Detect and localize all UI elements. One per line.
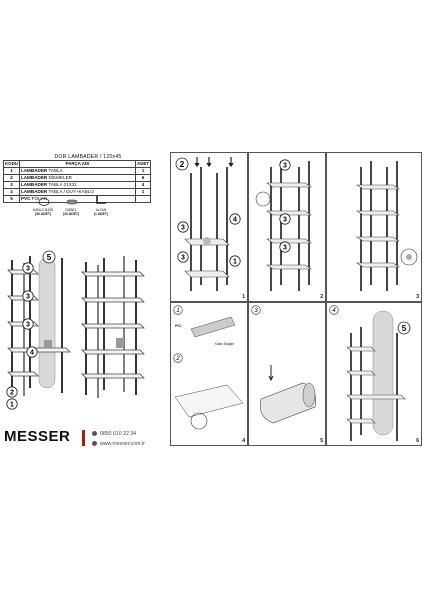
step4-tube-illustration — [174, 316, 244, 430]
step2-callout-3b: 3 — [279, 213, 291, 225]
svg-text:1: 1 — [233, 259, 237, 266]
step2-callout-3c: 3 — [279, 241, 291, 253]
step-panel-1: 2 3 4 3 1 1 — [170, 152, 248, 302]
table-row: 1 LAMBADER TABLA 1 — [3, 167, 151, 175]
step-number: 1 — [242, 294, 245, 300]
step4-callout-1: 1 — [173, 305, 183, 315]
svg-text:5: 5 — [47, 253, 52, 262]
svg-text:3: 3 — [26, 322, 30, 329]
parts-table-header: KODU PARÇA ADI ADET — [3, 160, 151, 168]
step-number: 5 — [320, 438, 323, 444]
overview-assembled-shelf — [7, 256, 71, 396]
step-panel-3: 3 — [326, 152, 422, 302]
globe-icon — [92, 441, 97, 446]
overview-callout-5: 5 — [42, 250, 56, 264]
step1-callout-3b: 3 — [177, 251, 189, 263]
step-number: 6 — [416, 438, 419, 444]
svg-text:3: 3 — [26, 266, 30, 273]
step-number: 4 — [242, 438, 245, 444]
brand-logo: MESSER — [4, 428, 71, 445]
brand-accent-bar — [82, 430, 85, 446]
phone-icon — [92, 431, 97, 436]
header-qty: ADET — [135, 160, 151, 168]
step6-final-illustration — [346, 310, 406, 441]
overview-callout-4: 4 — [26, 346, 38, 358]
step3-illustration — [356, 161, 418, 291]
dowel-icon — [66, 199, 78, 205]
parts-table-title: DOR LAMBADER / 120x45 — [54, 154, 122, 160]
pvc-label: PVC — [175, 324, 182, 328]
cable-tie-icon — [38, 198, 50, 206]
svg-text:3: 3 — [254, 308, 258, 314]
svg-text:3: 3 — [283, 245, 287, 252]
step1-callout-3a: 3 — [177, 221, 189, 233]
overview-callout-3b: 3 — [22, 290, 34, 302]
svg-text:1: 1 — [10, 402, 14, 409]
overview-callout-3c: 3 — [22, 318, 34, 330]
step1-illustration — [184, 157, 234, 291]
svg-text:3: 3 — [181, 255, 185, 262]
step-number: 3 — [416, 294, 419, 300]
svg-text:3: 3 — [26, 294, 30, 301]
header-code: KODU — [3, 160, 20, 168]
table-row: 3 LAMBADER TABLA 21X21 4 — [3, 181, 151, 189]
svg-text:5: 5 — [402, 324, 407, 333]
table-row: 2 LAMBADER DİKMELER 6 — [3, 174, 151, 182]
step5-roll-illustration — [259, 365, 317, 424]
step-panel-2: 3 3 3 2 — [248, 152, 326, 302]
svg-text:4: 4 — [332, 308, 336, 314]
svg-text:2: 2 — [180, 160, 185, 169]
contact-phone: 0850 610 22 34 — [92, 431, 136, 437]
step-panel-6: 4 5 6 — [326, 302, 422, 446]
svg-text:1: 1 — [176, 308, 179, 314]
step6-callout-4: 4 — [329, 305, 339, 315]
overview-callout-1: 1 — [6, 398, 18, 410]
step-panel-5: 3 5 — [248, 302, 326, 446]
overview-callout-2: 2 — [6, 386, 18, 398]
hardware-dowel: DÜBEL(20 ADET) — [62, 208, 80, 216]
step-number: 2 — [320, 294, 323, 300]
step6-callout-5: 5 — [397, 321, 411, 335]
svg-text:3: 3 — [283, 163, 287, 170]
step2-illustration — [255, 161, 312, 291]
step2-callout-3a: 3 — [279, 159, 291, 171]
overview-callout-3a: 3 — [22, 262, 34, 274]
svg-text:2: 2 — [10, 390, 14, 397]
svg-text:3: 3 — [283, 217, 287, 224]
overview-shelf-frame — [81, 256, 145, 398]
svg-text:4: 4 — [30, 350, 34, 357]
contact-web: www.messer.com.tr — [92, 441, 145, 447]
svg-text:4: 4 — [233, 217, 237, 224]
step5-callout-3: 3 — [251, 305, 261, 315]
hardware-allen-key: ALYAN(1 ADET) — [93, 208, 109, 216]
step4-callout-2: 2 — [173, 353, 183, 363]
step-panel-4: 1 PVC Kablo Bağları 2 4 — [170, 302, 248, 446]
allen-key-icon — [96, 195, 106, 204]
table-row: 5 PVC FOLYO — [3, 195, 151, 203]
step1-callout-4: 4 — [229, 213, 241, 225]
table-row: 4 LAMBADER TABLA / DUY+KABLO 1 — [3, 188, 151, 196]
header-name: PARÇA ADI — [18, 160, 137, 168]
svg-text:3: 3 — [181, 225, 185, 232]
hardware-cable-tie: KABLO BAĞI(30 ADET) — [32, 208, 54, 216]
step1-callout-1: 1 — [229, 255, 241, 267]
cable-tie-label: Kablo Bağları — [215, 342, 235, 346]
parts-table: KODU PARÇA ADI ADET 1 LAMBADER TABLA 1 2… — [3, 160, 151, 203]
step1-callout-2: 2 — [175, 157, 189, 171]
svg-text:2: 2 — [175, 356, 180, 362]
